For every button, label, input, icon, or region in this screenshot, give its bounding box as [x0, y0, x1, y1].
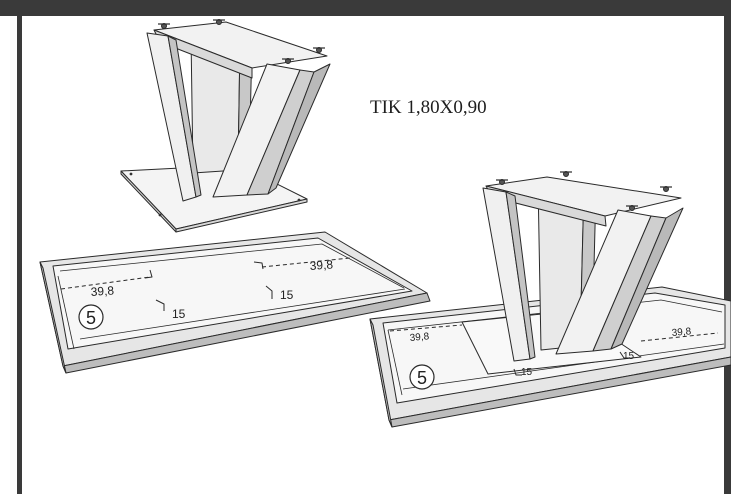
left-leg-side-right	[505, 191, 536, 360]
dimension-label-left: 39,8	[90, 283, 115, 299]
step-number-left: 5	[86, 308, 96, 328]
step-number-circle-right	[409, 364, 435, 390]
step-number-right: 5	[417, 368, 427, 388]
dimension-label-left-assembled: 39,8	[409, 331, 430, 344]
right-leg-back-right	[610, 207, 684, 350]
header-bar	[0, 0, 731, 16]
offset-label-right: 15	[280, 288, 294, 302]
offset-label-left: 15	[172, 307, 186, 321]
assembled-table	[369, 171, 731, 428]
leg-assembly-exploded	[120, 19, 331, 233]
tabletop-marked	[39, 231, 431, 374]
base-plate-edge-front	[175, 198, 308, 233]
offset-label-right-assembled: 15	[623, 351, 635, 362]
dimension-label-right-assembled: 39,8	[671, 326, 692, 339]
tabletop-top	[52, 237, 413, 350]
left-frame-border	[17, 16, 22, 494]
right-leg-back	[267, 63, 331, 195]
left-leg-side	[167, 35, 202, 198]
step-number-circle-left	[78, 304, 104, 330]
model-label: TIK 1,80X0,90	[370, 97, 487, 118]
tabletop-left-edge-right	[369, 318, 393, 428]
dimension-label-right: 39,8	[309, 257, 334, 273]
offset-label-left-assembled: 15	[521, 367, 533, 378]
right-frame-border	[724, 16, 731, 494]
tabletop-left-edge	[39, 261, 67, 374]
